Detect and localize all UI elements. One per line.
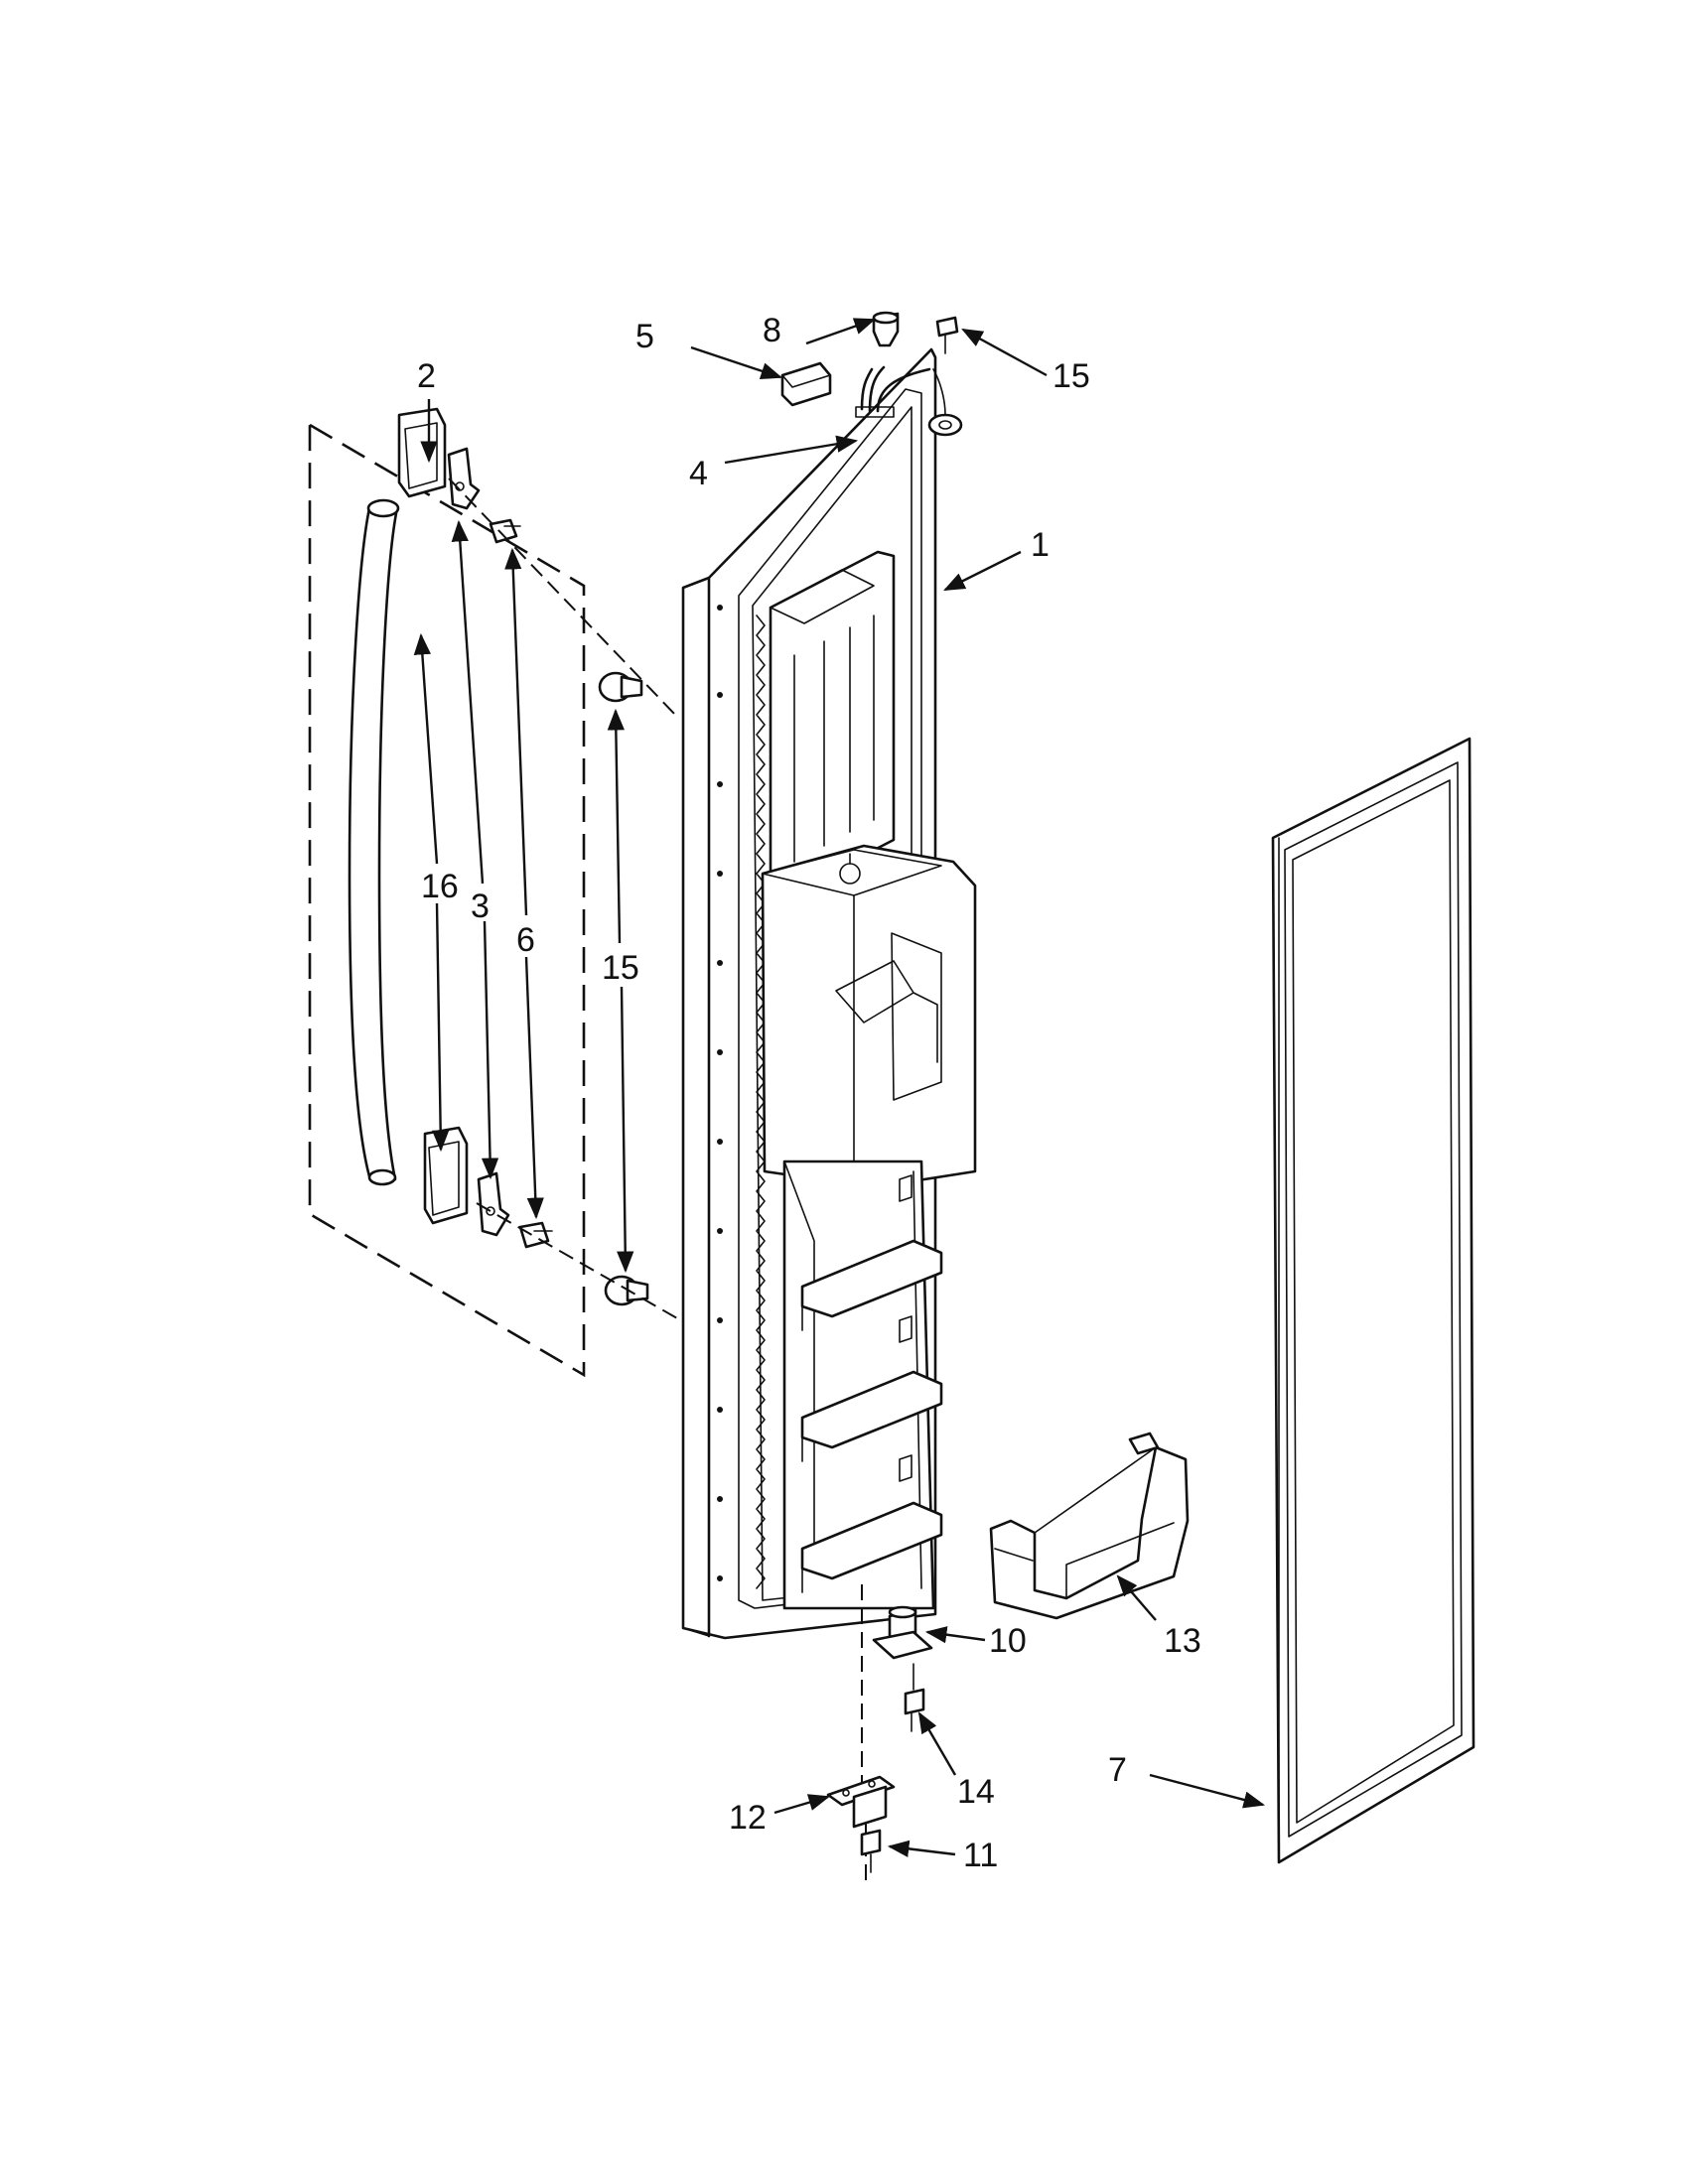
callout-5: 5 bbox=[635, 318, 654, 355]
refrigerator-door[interactable] bbox=[681, 347, 977, 1640]
door-shelf-bin[interactable] bbox=[989, 1432, 1190, 1620]
callout-4: 4 bbox=[689, 455, 708, 492]
handle-plug-bottom[interactable] bbox=[604, 1275, 649, 1306]
callout-arrows bbox=[413, 318, 1266, 1857]
hinge-screw[interactable] bbox=[860, 1829, 882, 1873]
alignment-line-bottom bbox=[476, 1202, 678, 1319]
alignment-line-top bbox=[448, 478, 678, 718]
callout-1: 1 bbox=[1031, 526, 1050, 564]
callout-7: 7 bbox=[1108, 1751, 1127, 1789]
callout-12: 12 bbox=[729, 1799, 767, 1837]
callout-14: 14 bbox=[957, 1773, 995, 1811]
callout-15-top: 15 bbox=[1052, 357, 1090, 395]
handle-bracket-bottom[interactable] bbox=[477, 1171, 510, 1237]
door-edge-rivets bbox=[717, 605, 723, 1581]
top-screw[interactable] bbox=[935, 316, 959, 354]
door-stop[interactable] bbox=[872, 1605, 933, 1660]
callout-11: 11 bbox=[963, 1837, 998, 1874]
callout-10: 10 bbox=[989, 1622, 1027, 1660]
handle-end-cap-bottom[interactable] bbox=[423, 1126, 469, 1225]
stop-screw[interactable] bbox=[904, 1663, 925, 1732]
handle-end-cap-top[interactable] bbox=[397, 407, 447, 498]
callout-13: 13 bbox=[1164, 1622, 1201, 1660]
callout-16: 16 bbox=[421, 868, 459, 905]
callout-8: 8 bbox=[763, 312, 781, 349]
callout-labels: 2 5 8 15 4 1 16 3 6 15 10 13 7 14 12 11 bbox=[417, 312, 1201, 1874]
door-gasket[interactable] bbox=[1271, 737, 1475, 1864]
callout-15-mid: 15 bbox=[602, 949, 639, 987]
callout-3: 3 bbox=[471, 887, 490, 925]
handle-plug-top[interactable] bbox=[598, 671, 643, 703]
bottom-hinge[interactable] bbox=[826, 1775, 896, 1829]
callout-2: 2 bbox=[417, 357, 436, 395]
callout-6: 6 bbox=[516, 921, 535, 959]
hinge-bushing[interactable] bbox=[872, 311, 900, 347]
handle-screw-top[interactable] bbox=[489, 518, 521, 544]
wire-harness[interactable] bbox=[855, 365, 963, 437]
handle-bracket-top[interactable] bbox=[447, 447, 481, 510]
connector-block[interactable] bbox=[780, 361, 832, 407]
handle-tube[interactable] bbox=[348, 498, 400, 1186]
